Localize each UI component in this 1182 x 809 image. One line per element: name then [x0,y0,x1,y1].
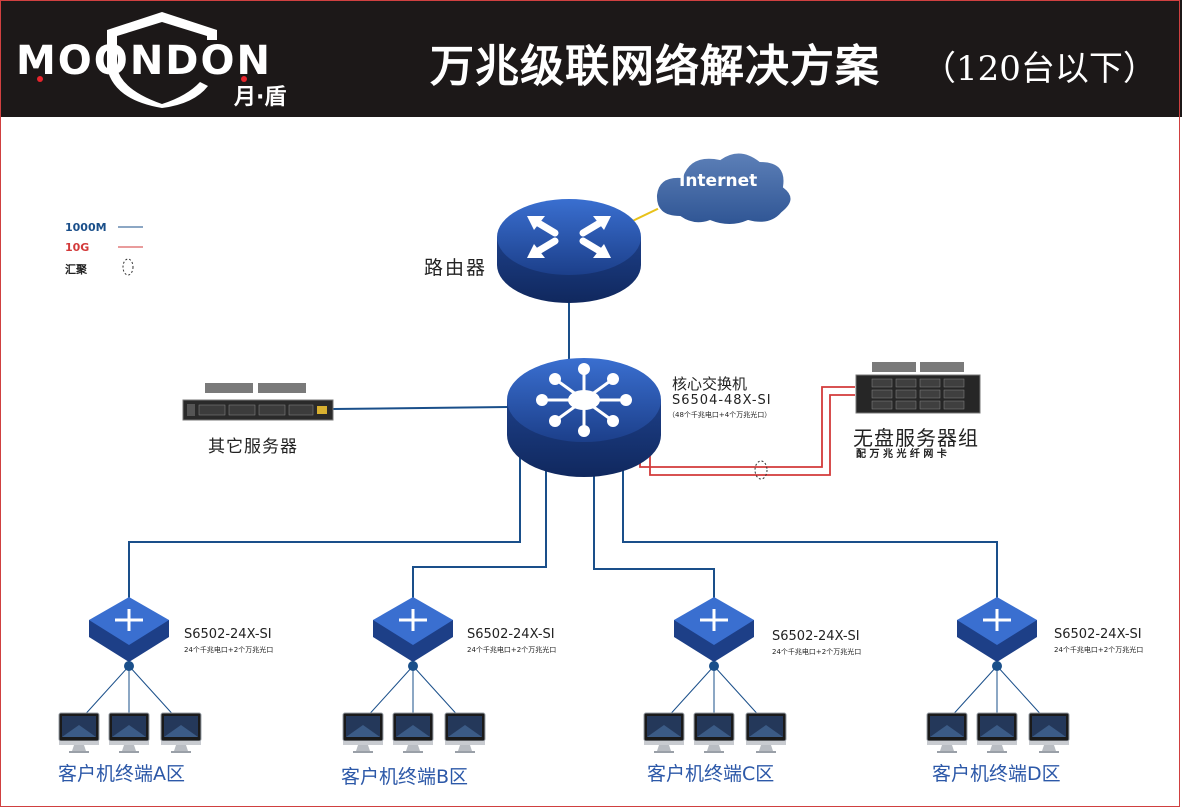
core-diskless-link-2 [649,394,855,476]
access-switch-a [58,597,202,754]
logo-cn: 月·盾 [233,85,286,108]
switch-d-model: S6502-24X-SI [1054,627,1142,642]
switch-d-ports: 24个千兆电口+2个万兆光口 [1054,646,1144,654]
page-subtitle: （120台以下） [922,49,1157,89]
header-bar: MOONDON 月·盾 万兆级联网络解决方案 （120台以下） [0,0,1182,117]
diskless-label: 无盘服务器组 [853,426,979,450]
switch-c-model: S6502-24X-SI [772,629,860,644]
legend-10g-label: 10G [65,241,90,254]
access-switch-b [342,597,486,754]
access-switch-d [926,597,1070,754]
page-title: 万兆级联网络解决方案 [430,41,880,92]
switch-c-ports: 24个千兆电口+2个万兆光口 [772,648,862,656]
other-servers-icon [182,383,334,421]
internet-cloud [654,151,793,226]
switch-b-model: S6502-24X-SI [467,627,555,642]
network-diagram [58,151,1070,754]
core-switch-label: 核心交换机 [672,375,748,393]
aggregate-marker [754,460,768,480]
zone-b-label: 客户机终端B区 [341,766,469,788]
core-switch-icon [507,358,661,477]
zone-d-label: 客户机终端D区 [932,763,1061,785]
switch-a-model: S6502-24X-SI [184,627,272,642]
core-switch-c-link [593,467,715,617]
internet-label: Internet [679,171,758,191]
legend-aggregate-label: 汇聚 [65,263,87,276]
core-switch-a-link [128,447,521,617]
moondon-logo: MOONDON 月·盾 [16,12,286,108]
core-switch-model: S6504-48X-SI [672,393,772,408]
switch-b-ports: 24个千兆电口+2个万兆光口 [467,646,557,654]
router-icon [497,199,641,303]
legend-aggregate-icon [122,258,134,276]
access-switch-c [643,597,787,754]
router-label: 路由器 [424,257,488,279]
core-switch-ports: （48个千兆电口+4个万兆光口） [668,411,772,419]
core-switch-d-link [622,457,998,617]
zone-a-label: 客户机终端A区 [58,763,185,785]
diskless-server-icon [855,362,981,414]
zone-c-label: 客户机终端C区 [647,763,775,785]
logo-text: MOONDON [16,38,272,84]
core-other-link [332,406,509,410]
core-switch-b-link [412,457,547,617]
diskless-note: 配 万 兆 光 纤 网 卡 [856,449,947,460]
switch-a-ports: 24个千兆电口+2个万兆光口 [184,646,274,654]
legend-1000m-label: 1000M [65,221,107,234]
other-servers-label: 其它服务器 [208,437,298,457]
